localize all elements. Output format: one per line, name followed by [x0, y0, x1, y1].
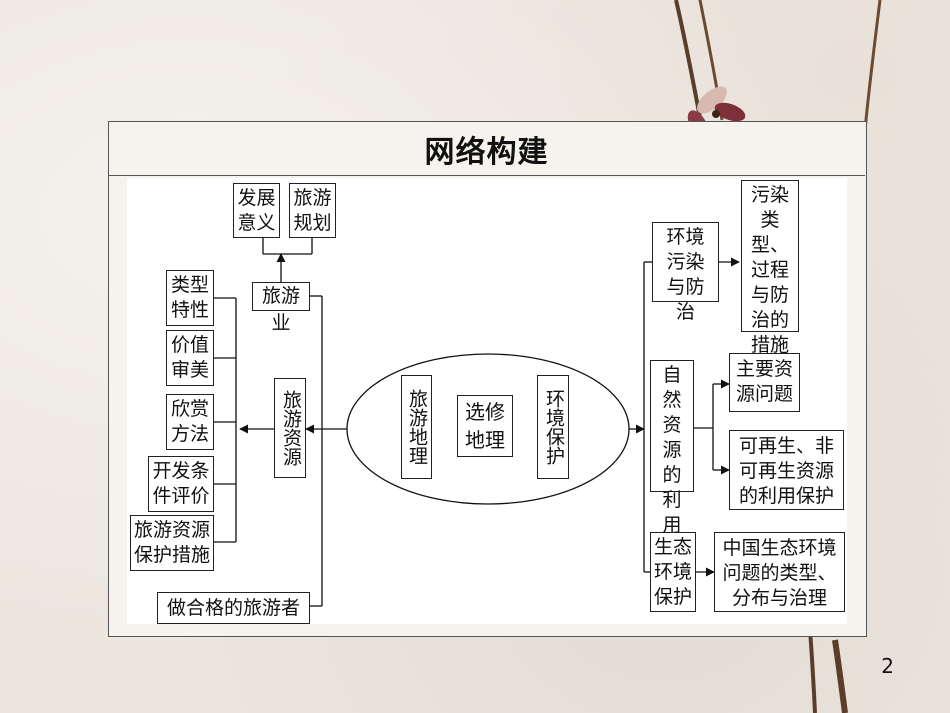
node-elective-geography: 选修地理 [457, 395, 513, 457]
node-value-aesthetics: 价值审美 [166, 330, 214, 386]
title-bar: 网络构建 [108, 121, 865, 176]
node-tourism-planning: 旅游规划 [289, 183, 336, 238]
node-tourism-resources: 旅游资源 [274, 378, 306, 478]
node-renewable-resources: 可再生、非可再生资源的利用保护 [729, 430, 844, 510]
node-tourism-industry: 旅游业 [252, 282, 310, 334]
node-pollution-control: 环境污染与防治 [652, 222, 719, 323]
node-environmental-protection: 环境保护 [537, 375, 569, 479]
node-main-resource-issues: 主要资源问题 [729, 353, 800, 412]
node-development-significance: 发展意义 [233, 183, 280, 238]
node-qualified-traveler: 做合格的旅游者 [157, 592, 310, 624]
node-resource-protection: 旅游资源保护措施 [130, 515, 214, 571]
node-type-characteristics: 类型特性 [166, 270, 214, 326]
node-tourism-geography: 旅游地理 [401, 375, 432, 479]
node-appreciation-methods: 欣赏方法 [166, 394, 214, 450]
node-pollution-detail: 污染类型、过程与防治的措施 [741, 180, 799, 356]
page-number: 2 [881, 654, 894, 678]
node-development-conditions: 开发条件评价 [148, 456, 214, 512]
node-ecological-protection: 生态环境保护 [650, 532, 696, 612]
slide-title: 网络构建 [424, 135, 549, 170]
node-natural-resources: 自然资源的利用与保护 [650, 360, 694, 611]
node-ecological-detail: 中国生态环境问题的类型、分布与治理 [714, 532, 845, 612]
